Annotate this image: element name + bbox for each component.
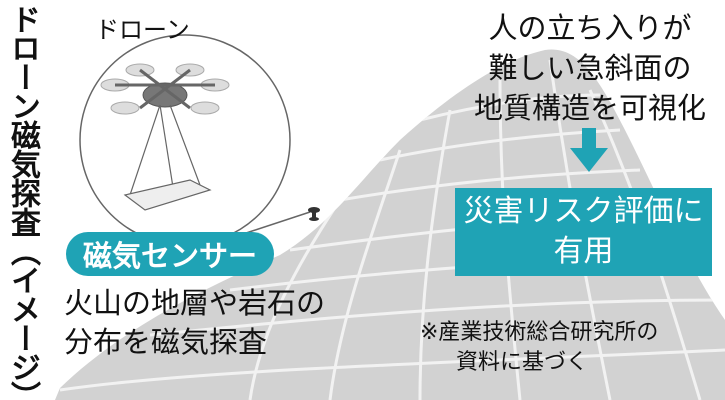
visualize-text: 人の立ち入りが 難しい急斜面の 地質構造を可視化 bbox=[455, 8, 725, 128]
drone-label: ドローン bbox=[95, 16, 190, 44]
visualize-line-3: 地質構造を可視化 bbox=[473, 91, 706, 125]
source-line-1: ※産業技術総合研究所の bbox=[420, 320, 659, 345]
survey-line-2: 分布を磁気探査 bbox=[64, 325, 268, 359]
source-note: ※産業技術総合研究所の 資料に基づく bbox=[420, 318, 658, 378]
drone-icon bbox=[100, 63, 230, 115]
source-line-2: 資料に基づく bbox=[456, 350, 589, 375]
result-line-1: 災害リスク評価に bbox=[463, 194, 704, 229]
survey-text: 火山の地層や岩石の 分布を磁気探査 bbox=[64, 284, 325, 362]
visualize-line-2: 難しい急斜面の bbox=[488, 51, 692, 85]
drone-callout bbox=[79, 34, 311, 246]
arrow-down-icon bbox=[570, 128, 608, 172]
diagram-title: ドローン磁気探査（イメージ） bbox=[5, 4, 40, 400]
result-line-2: 有用 bbox=[553, 234, 614, 269]
small-drone-icon bbox=[308, 207, 320, 221]
sensor-frame-icon bbox=[123, 104, 212, 211]
sensor-badge: 磁気センサー bbox=[66, 232, 274, 276]
mountain bbox=[55, 49, 725, 400]
result-box: 災害リスク評価に 有用 bbox=[455, 188, 712, 276]
visualize-line-1: 人の立ち入りが bbox=[488, 11, 692, 45]
survey-line-1: 火山の地層や岩石の bbox=[64, 286, 326, 320]
